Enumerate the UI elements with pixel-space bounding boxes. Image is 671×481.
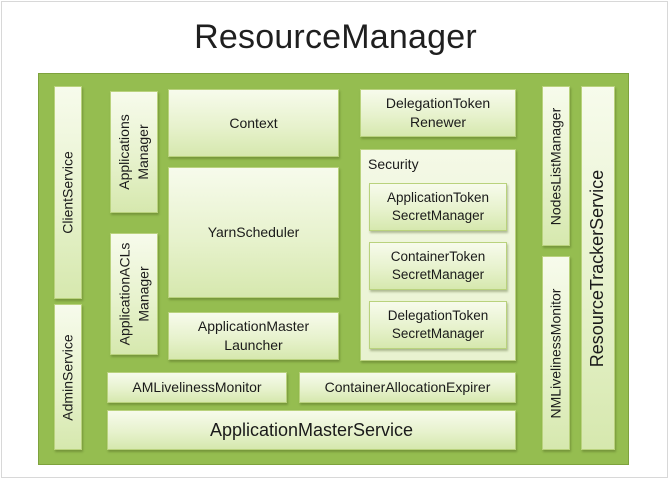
delegation-token-renewer-label: DelegationToken Renewer bbox=[385, 95, 491, 130]
client-service-label: ClientService bbox=[59, 151, 76, 234]
admin-service-box: AdminService bbox=[54, 304, 82, 450]
security-label: Security bbox=[368, 156, 419, 172]
container-allocation-expirer-box: ContainerAllocationExpirer bbox=[299, 372, 516, 403]
application-token-secret-manager-box: ApplicationToken SecretManager bbox=[369, 183, 507, 231]
context-label: Context bbox=[229, 114, 278, 131]
delegation-token-renewer-box: DelegationToken Renewer bbox=[360, 89, 516, 137]
application-acls-manager-label: ApplicationACLs Manager bbox=[116, 242, 152, 346]
nodes-list-manager-label: NodesListManager bbox=[547, 107, 564, 225]
application-master-launcher-label: ApplicationMaster Launcher bbox=[197, 318, 310, 353]
context-box: Context bbox=[168, 89, 339, 157]
application-acls-manager-box: ApplicationACLs Manager bbox=[110, 233, 158, 355]
application-token-secret-manager-label: ApplicationToken SecretManager bbox=[386, 190, 490, 223]
yarn-scheduler-box: YarnScheduler bbox=[168, 167, 339, 298]
application-master-launcher-box: ApplicationMaster Launcher bbox=[168, 312, 339, 360]
delegation-token-secret-manager-label: DelegationToken SecretManager bbox=[387, 308, 489, 341]
resource-tracker-service-label: ResourceTrackerService bbox=[587, 169, 608, 367]
container-allocation-expirer-label: ContainerAllocationExpirer bbox=[324, 379, 491, 395]
applications-manager-label: Applications Manager bbox=[116, 114, 151, 190]
am-liveliness-monitor-label: AMLivelinessMonitor bbox=[132, 379, 262, 395]
nm-liveliness-monitor-box: NMLivelinessMonitor bbox=[542, 256, 570, 450]
application-master-service-box: ApplicationMasterService bbox=[107, 410, 516, 450]
diagram-title: ResourceManager bbox=[194, 18, 477, 56]
nodes-list-manager-box: NodesListManager bbox=[542, 86, 570, 246]
am-liveliness-monitor-box: AMLivelinessMonitor bbox=[107, 372, 287, 403]
yarn-scheduler-label: YarnScheduler bbox=[207, 224, 300, 240]
container-token-secret-manager-label: ContainerToken SecretManager bbox=[390, 249, 486, 282]
resource-tracker-service-box: ResourceTrackerService bbox=[581, 86, 615, 450]
container-token-secret-manager-box: ContainerToken SecretManager bbox=[369, 242, 507, 290]
client-service-box: ClientService bbox=[54, 86, 82, 299]
delegation-token-secret-manager-box: DelegationToken SecretManager bbox=[369, 301, 507, 349]
nm-liveliness-monitor-label: NMLivelinessMonitor bbox=[547, 288, 564, 418]
application-master-service-label: ApplicationMasterService bbox=[209, 419, 414, 440]
admin-service-label: AdminService bbox=[59, 333, 76, 421]
applications-manager-box: Applications Manager bbox=[110, 91, 158, 213]
